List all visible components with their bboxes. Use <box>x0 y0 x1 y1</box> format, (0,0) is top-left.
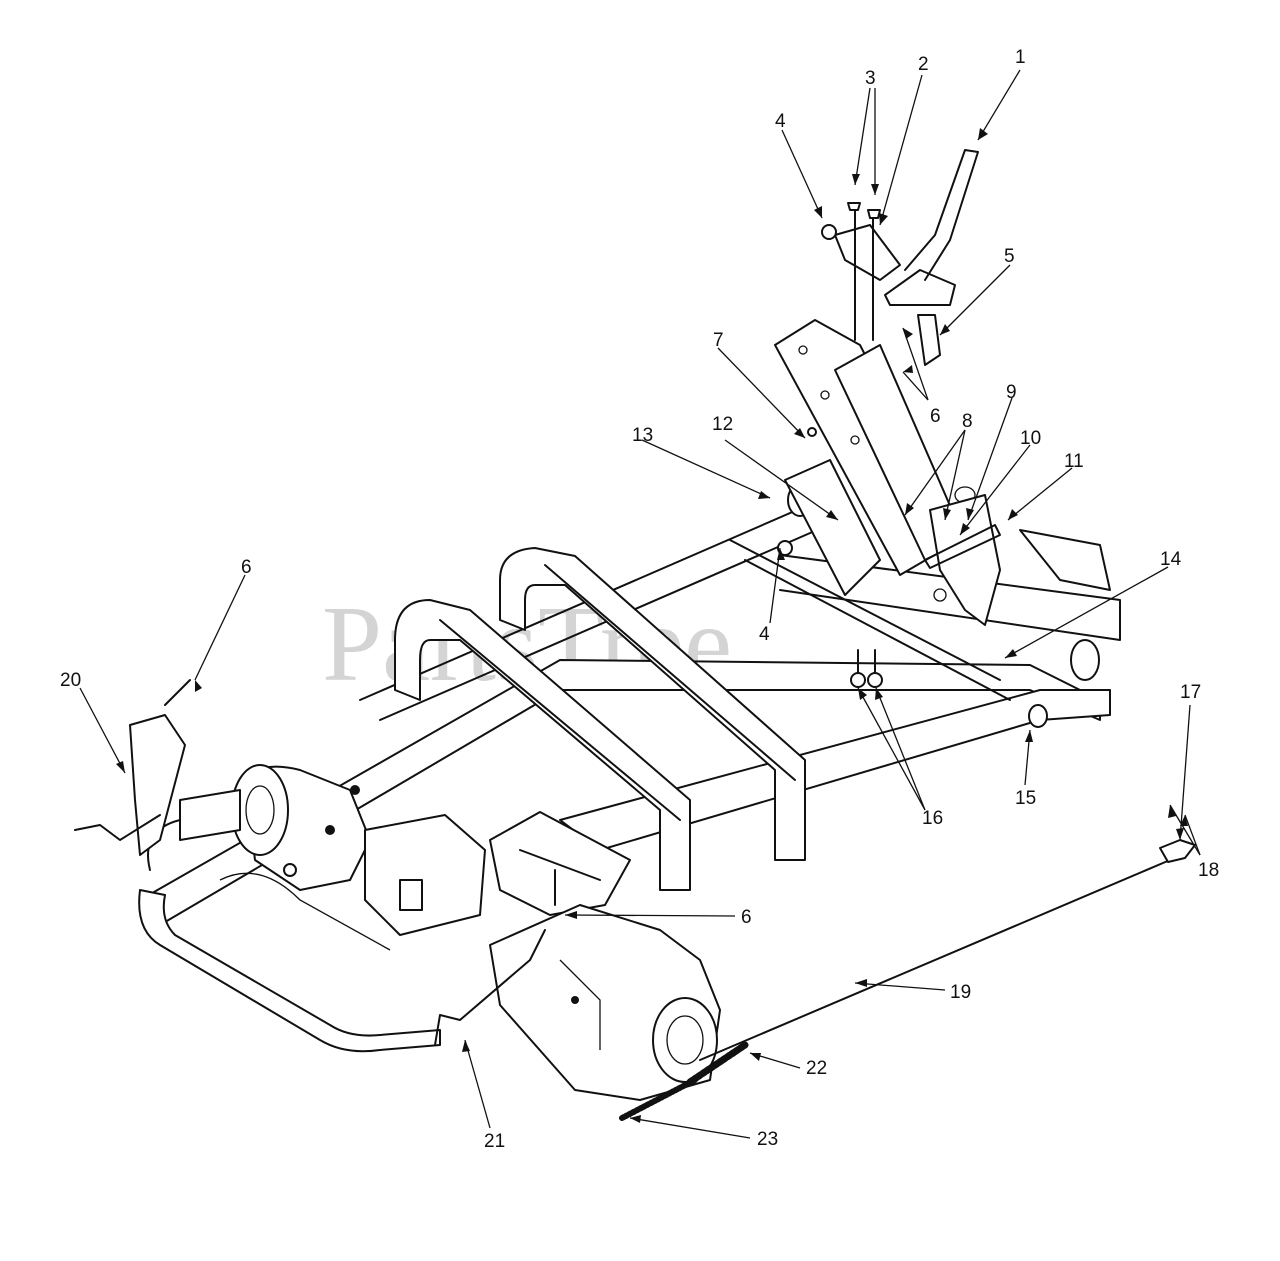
callout-17: 17 <box>1180 682 1201 703</box>
callout-23: 23 <box>757 1129 778 1150</box>
callout-7: 7 <box>713 330 724 351</box>
callout-12: 12 <box>712 414 733 435</box>
callout-3: 3 <box>865 68 876 89</box>
callout-6c: 6 <box>741 907 752 928</box>
callout-10: 10 <box>1020 428 1041 449</box>
callout-1: 1 <box>1015 47 1026 68</box>
callout-22: 22 <box>806 1058 827 1079</box>
control-lever <box>834 149 979 366</box>
callout-21: 21 <box>484 1131 505 1152</box>
callout-9: 9 <box>1006 382 1017 403</box>
front-cross-member <box>499 547 806 861</box>
hardware <box>777 202 1048 728</box>
callout-4b: 4 <box>759 624 770 645</box>
callout-4a: 4 <box>775 111 786 132</box>
callout-14: 14 <box>1160 549 1182 570</box>
callout-15: 15 <box>1015 788 1036 809</box>
callout-13: 13 <box>632 425 653 446</box>
callout-2: 2 <box>918 54 929 75</box>
center-bracket <box>489 811 631 916</box>
callout-16: 16 <box>922 808 943 829</box>
leader-lines <box>79 69 1201 1139</box>
callout-20: 20 <box>60 670 81 691</box>
rear-cross-member <box>394 599 691 891</box>
callout-19: 19 <box>950 982 971 1003</box>
callout-labels: 1 2 3 4 4 5 6 6 6 7 8 9 10 11 12 13 14 1… <box>60 47 1219 1152</box>
callout-8: 8 <box>962 411 973 432</box>
callout-5: 5 <box>1004 246 1015 267</box>
left-transaxle <box>179 764 486 936</box>
right-transaxle <box>489 904 721 1101</box>
callout-18: 18 <box>1198 860 1219 881</box>
leader-arrowheads <box>116 128 1188 1123</box>
callout-6b: 6 <box>241 557 252 578</box>
side-bracket <box>924 494 1111 626</box>
control-tower <box>774 319 976 596</box>
callout-11: 11 <box>1064 451 1084 472</box>
linkages <box>74 679 1196 1121</box>
callout-6a: 6 <box>930 406 941 427</box>
